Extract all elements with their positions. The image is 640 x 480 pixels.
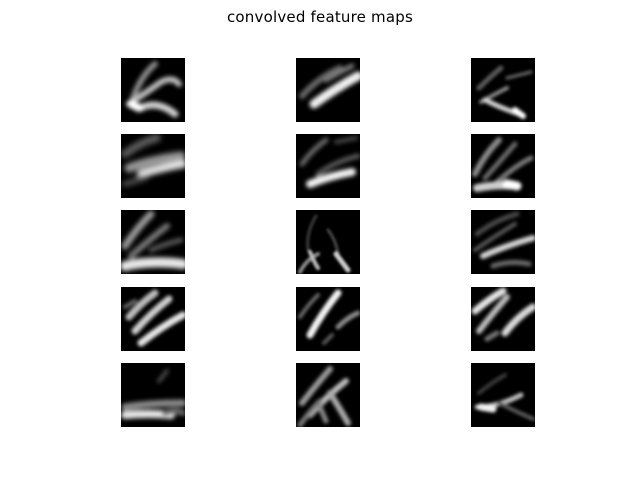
feature-map-tile xyxy=(471,58,535,122)
figure-title: convolved feature maps xyxy=(226,8,413,26)
feature-map-tile xyxy=(121,287,185,351)
feature-map-tile xyxy=(296,210,360,274)
feature-map-tile xyxy=(121,134,185,198)
feature-map-tile xyxy=(471,287,535,351)
feature-map-tile xyxy=(121,210,185,274)
feature-map-tile xyxy=(471,210,535,274)
feature-map-tile xyxy=(471,134,535,198)
feature-map-tile xyxy=(121,363,185,427)
feature-map-tile xyxy=(296,363,360,427)
feature-map-tile xyxy=(471,363,535,427)
feature-map-tile xyxy=(296,134,360,198)
feature-map-tile xyxy=(121,58,185,122)
feature-map-tile xyxy=(296,58,360,122)
feature-map-tile xyxy=(296,287,360,351)
